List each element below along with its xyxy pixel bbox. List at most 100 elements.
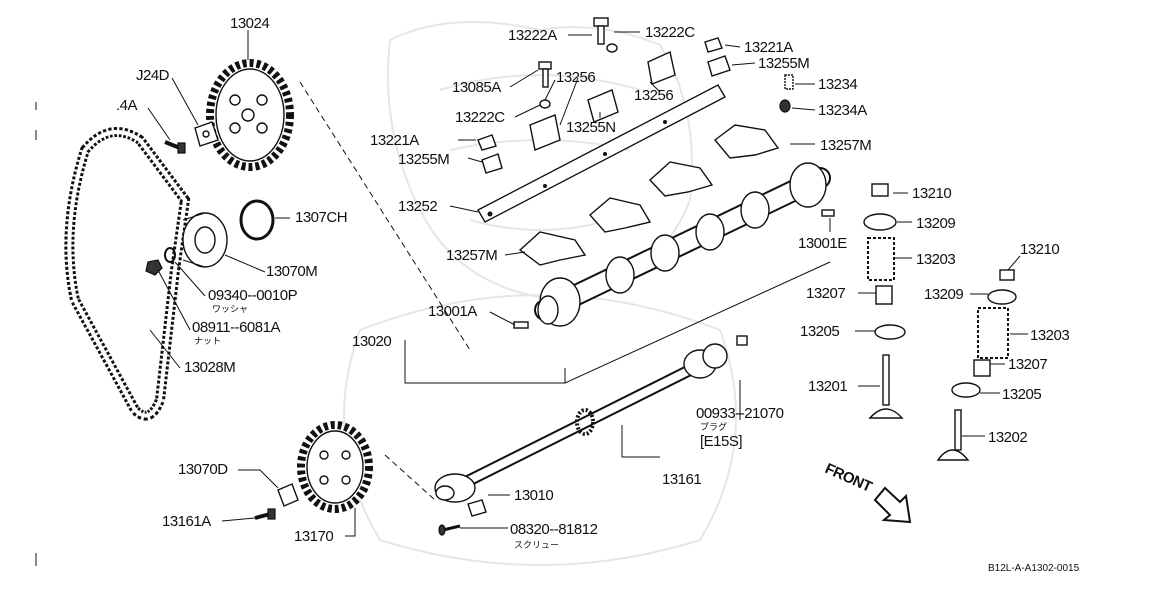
label-13255m-left: 13255M	[398, 151, 449, 168]
label-00933-code: [E15S]	[700, 433, 742, 450]
alignment-line-cam	[299, 81, 471, 351]
bracket-13070d	[277, 483, 299, 507]
bracket	[194, 121, 219, 147]
label-13234a: 13234A	[818, 102, 867, 119]
label-13210-b: 13210	[1020, 241, 1059, 258]
label-13001a: 13001A	[428, 303, 477, 320]
spring-13234a	[779, 99, 791, 113]
label-13020: 13020	[352, 333, 391, 350]
dowel-pin-13001a	[513, 321, 529, 329]
label-13207-a: 13207	[806, 285, 845, 302]
camshaft	[534, 162, 831, 327]
washer-09340	[164, 247, 176, 263]
label-08320-sub: スクリュー	[514, 540, 559, 551]
label-13256-left: 13256	[556, 69, 595, 86]
washer-13222c-top	[606, 43, 618, 53]
rocker-shaft	[477, 84, 726, 223]
dowel-pin-13001e	[821, 209, 835, 217]
label-13257m-top: 13257M	[820, 137, 871, 154]
label-13028m: 13028M	[184, 359, 235, 376]
label-13205-b: 13205	[1002, 386, 1041, 403]
part-labels: 13024 J24D .4A 1307CH 13070M 09340--0010…	[116, 15, 1080, 574]
label-13255m-top: 13255M	[758, 55, 809, 72]
label-13024d: J24D	[136, 67, 170, 84]
label-13024: 13024	[230, 15, 269, 32]
label-13234: 13234	[818, 76, 857, 93]
label-09340-sub: ワッシャ	[212, 305, 248, 315]
retainer-13209-b	[987, 289, 1017, 305]
clip-13221a-top	[704, 37, 723, 53]
label-13161a: 13161A	[162, 513, 211, 530]
valve-keeper-13210-b	[999, 269, 1015, 281]
label-13207-b: 13207	[1008, 356, 1047, 373]
label-13210-a: 13210	[912, 185, 951, 202]
reference-code: B12L-A-A1302-0015	[988, 563, 1080, 574]
label-13255n: 13255N	[566, 119, 616, 136]
arrow-down-right-icon	[873, 486, 912, 524]
timing-belt	[64, 127, 191, 421]
cam-sprocket	[206, 59, 294, 171]
rocker-arms	[518, 124, 780, 266]
label-13203-a: 13203	[916, 251, 955, 268]
spring-seat-13205-a	[874, 324, 906, 340]
bolt-13161a	[254, 508, 276, 520]
retainer-13256-left	[529, 114, 561, 151]
valve-spring-13203-b	[977, 307, 1009, 359]
leader-lines	[147, 30, 1028, 537]
retainer-13209-a	[863, 213, 897, 231]
label-13209-b: 13209	[924, 286, 963, 303]
label-13070h: 1307CH	[295, 209, 347, 226]
label-13085a: 13085A	[452, 79, 501, 96]
label-13203-b: 13203	[1030, 327, 1069, 344]
valve-keeper-13210-a	[871, 183, 889, 197]
label-08911-sub: ナット	[194, 336, 221, 347]
jack-shaft	[434, 343, 728, 503]
valve-spring-13203-a	[867, 237, 895, 281]
adjust-screw-13222a	[593, 17, 609, 45]
label-13205-a: 13205	[800, 323, 839, 340]
plug-00933	[736, 335, 748, 346]
bolt-4a	[164, 140, 186, 154]
label-13070d: 13070D	[178, 461, 228, 478]
tensioner-ring-13070h	[239, 199, 275, 241]
label-13257m-bottom: 13257M	[446, 247, 497, 264]
label-13222c-left: 13222C	[455, 109, 505, 126]
exhaust-valve-13202	[936, 409, 970, 461]
label-00933: 00933--21070	[696, 405, 784, 422]
spring-seat-13205-b	[951, 382, 981, 398]
label-13070m: 13070M	[266, 263, 317, 280]
label-13170: 13170	[294, 528, 333, 545]
plate-13010	[467, 499, 487, 517]
tensioner-pulley	[182, 212, 228, 268]
label-13201: 13201	[808, 378, 847, 395]
label-13221a-left: 13221A	[370, 132, 419, 149]
intake-valve-13201	[868, 354, 904, 419]
label-13001e: 13001E	[798, 235, 847, 252]
label-09340: 09340--0010P	[208, 287, 298, 304]
seal-13207-b	[973, 359, 991, 377]
label-13161: 13161	[662, 471, 701, 488]
screw-08320	[438, 524, 461, 536]
spring-13234	[784, 74, 794, 90]
retainer-13255n	[587, 89, 619, 123]
alignment-line-crank	[384, 454, 436, 501]
label-13222c-top: 13222C	[645, 24, 695, 41]
clip-13255m-left	[481, 153, 503, 174]
crank-sprocket	[297, 421, 373, 513]
label-13256-right: 13256	[634, 87, 673, 104]
label-13221a-top: 13221A	[744, 39, 793, 56]
clip-13255m-top	[707, 55, 731, 77]
label-4a: .4A	[116, 97, 138, 114]
label-13209-a: 13209	[916, 215, 955, 232]
label-13202: 13202	[988, 429, 1027, 446]
retainer-13256-right	[647, 51, 676, 85]
label-13010: 13010	[514, 487, 553, 504]
washer-13222c-left	[539, 99, 551, 109]
seal-13207-a	[875, 285, 893, 305]
label-00933-sub: プラグ	[700, 421, 727, 433]
front-label: FRONT	[822, 460, 874, 496]
label-13252: 13252	[398, 198, 437, 215]
label-08911: 08911--6081A	[192, 319, 280, 336]
label-08320: 08320--81812	[510, 521, 598, 538]
